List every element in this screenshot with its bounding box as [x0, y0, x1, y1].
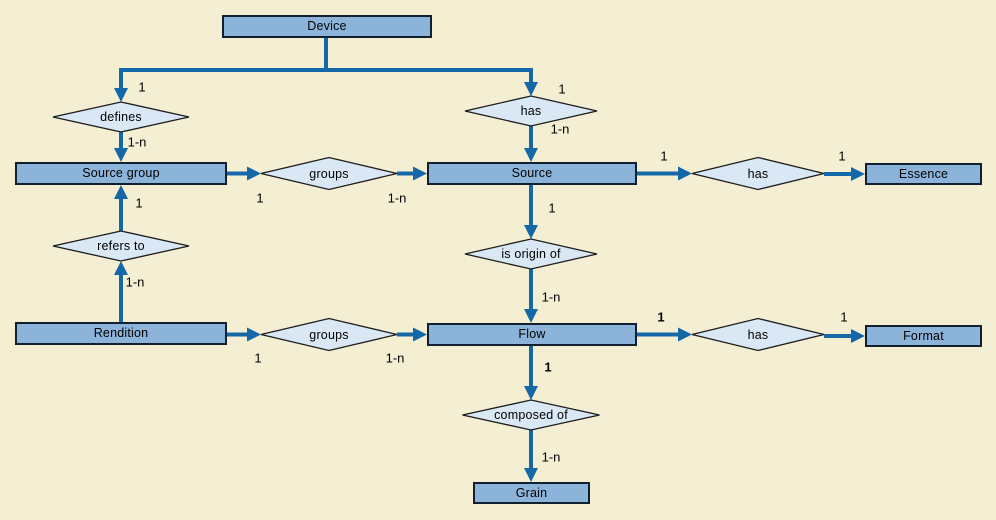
relationship-diamond-has_device	[464, 95, 598, 127]
relationship-label-has_source: has	[747, 166, 769, 181]
arrowhead-icon	[524, 225, 538, 239]
arrowhead-icon	[678, 327, 692, 342]
arrowhead-icon	[851, 329, 865, 343]
cardinality-sg_groups_1: 1	[256, 190, 264, 206]
arrowhead-icon	[114, 148, 128, 162]
arrowhead-icon	[114, 88, 128, 102]
relationship-diamond-refers_to	[52, 230, 190, 262]
cardinality-src_origin_1: 1	[548, 200, 556, 216]
relationship-label-has_flow: has	[747, 327, 769, 342]
arrowhead-icon	[413, 327, 427, 342]
arrowhead-icon	[678, 166, 692, 181]
cardinality-hasdev_1n: 1-n	[550, 121, 570, 137]
relationship-diamond-has_source	[691, 156, 825, 191]
arrowhead-icon	[524, 386, 538, 400]
relationship-diamond-defines	[52, 101, 190, 133]
cardinality-refers_sg_1: 1	[135, 195, 143, 211]
relationship-label-has_device: has	[520, 103, 542, 118]
entity-essence: Essence	[865, 163, 982, 185]
cardinality-has_fmt_1: 1	[840, 309, 848, 325]
entity-device: Device	[222, 15, 432, 38]
arrowhead-icon	[524, 309, 538, 323]
cardinality-comp_grain_1n: 1-n	[541, 449, 561, 465]
cardinality-hasdev_1: 1	[558, 81, 566, 97]
cardinality-groups_flow_1n: 1-n	[385, 350, 405, 366]
entity-source_group: Source group	[15, 162, 227, 185]
arrowhead-icon	[114, 185, 128, 199]
cardinality-flow_has_1: 1	[657, 309, 665, 325]
arrowhead-icon	[114, 261, 128, 275]
relationship-label-composed_of: composed of	[494, 407, 568, 422]
cardinality-defines_1n: 1-n	[127, 134, 147, 150]
cardinality-flow_comp_1: 1	[544, 359, 552, 375]
arrowhead-icon	[247, 327, 261, 342]
cardinality-has_ess_1: 1	[838, 148, 846, 164]
cardinality-rend_groups_1: 1	[254, 350, 262, 366]
cardinality-rend_refers_1n: 1-n	[125, 274, 145, 290]
cardinality-groups_src_1n: 1-n	[387, 190, 407, 206]
arrowhead-icon	[524, 148, 538, 162]
cardinality-defines_1: 1	[138, 79, 146, 95]
arrowhead-icon	[524, 468, 538, 482]
entity-format: Format	[865, 325, 982, 347]
arrowhead-icon	[851, 167, 865, 181]
cardinality-origin_flow_1n: 1-n	[541, 289, 561, 305]
arrowhead-icon	[247, 166, 261, 181]
relationship-diamond-groups_top	[260, 156, 398, 191]
entity-grain: Grain	[473, 482, 590, 504]
cardinality-src_has_1: 1	[660, 148, 668, 164]
entity-source: Source	[427, 162, 637, 185]
relationship-label-groups_bottom: groups	[309, 327, 349, 342]
relationship-label-is_origin_of: is origin of	[501, 246, 561, 261]
relationship-diamond-has_flow	[691, 317, 825, 352]
relationship-diamond-is_origin_of	[464, 238, 598, 270]
relationship-label-refers_to: refers to	[97, 238, 145, 253]
arrowhead-icon	[524, 82, 538, 96]
relationship-diamond-groups_bottom	[260, 317, 398, 352]
entity-rendition: Rendition	[15, 322, 227, 345]
relationship-label-defines: defines	[100, 109, 142, 124]
arrowhead-icon	[413, 166, 427, 181]
relationship-diamond-composed_of	[462, 399, 600, 431]
entity-flow: Flow	[427, 323, 637, 346]
relationship-label-groups_top: groups	[309, 166, 349, 181]
